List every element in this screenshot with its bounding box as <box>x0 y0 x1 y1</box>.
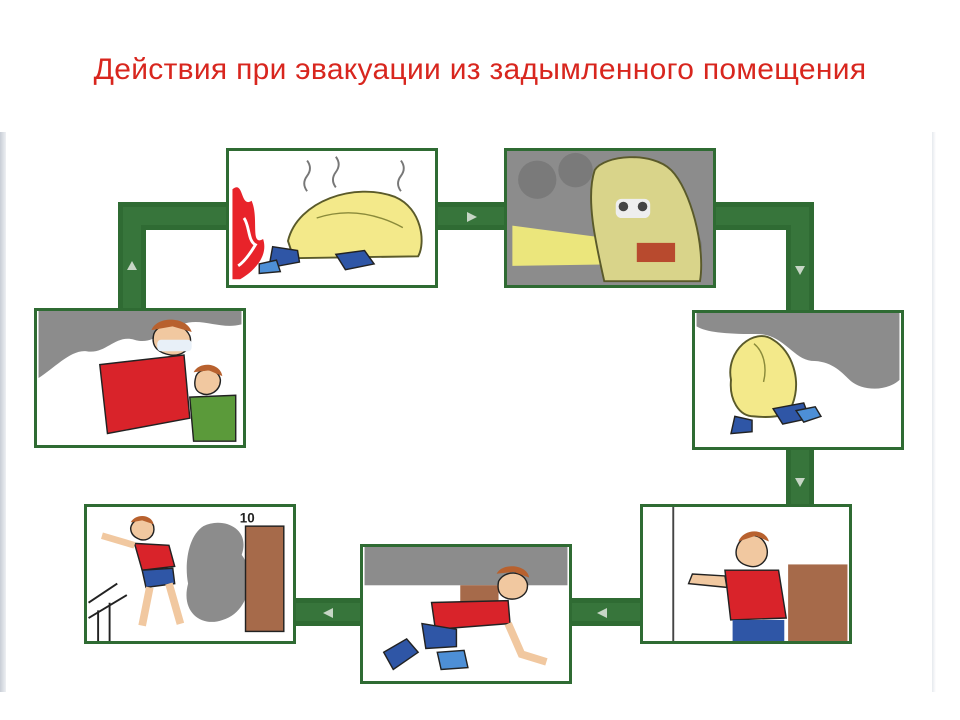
person-crawling-low-icon <box>364 547 568 671</box>
loop-arrow-down-icon <box>794 264 806 276</box>
slide-title: Действия при эвакуации из задымленного п… <box>93 53 867 86</box>
step-6-panel: 10 <box>84 504 296 644</box>
step-7-panel <box>34 308 246 448</box>
loop-arrow-up-icon <box>126 260 138 272</box>
step-4-panel <box>640 504 852 644</box>
person-crawling-under-blanket-icon <box>232 156 423 280</box>
step-3-panel <box>692 310 904 450</box>
person-leaving-apartment-icon: 10 <box>88 510 285 641</box>
door-number: 10 <box>240 510 255 525</box>
loop-arrow-right-icon <box>466 211 478 223</box>
loop-arrow-left-icon <box>596 607 608 619</box>
loop-arrow-left-icon <box>322 607 334 619</box>
person-wrapped-in-blanket-icon <box>696 313 900 435</box>
left-edge-shadow <box>0 132 6 692</box>
person-checking-door-icon <box>672 507 848 641</box>
right-edge-shadow <box>932 132 936 692</box>
loop-arrow-down-icon <box>794 476 806 488</box>
step-5-panel <box>360 544 572 684</box>
person-with-flashlight-icon <box>508 151 712 285</box>
adult-helping-child-icon <box>38 311 242 442</box>
step-1-panel <box>226 148 438 288</box>
step-2-panel <box>504 148 716 288</box>
